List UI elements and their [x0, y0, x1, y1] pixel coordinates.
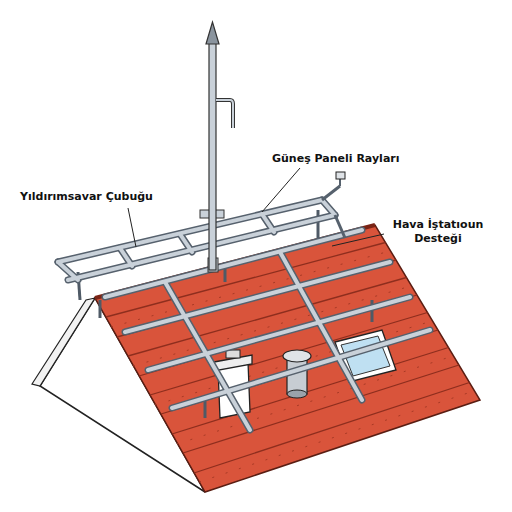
support-brace: [335, 215, 345, 238]
rail: [280, 252, 362, 400]
upper-frame: [58, 200, 335, 280]
weather-station-support: [322, 172, 345, 238]
gable-fascia: [32, 298, 95, 386]
frame-bar: [120, 248, 132, 266]
rail: [148, 297, 410, 370]
rod-shaft: [209, 42, 216, 270]
rail-post: [317, 210, 320, 240]
rail-post: [99, 300, 102, 318]
vent-base: [287, 390, 307, 398]
rail: [172, 330, 430, 408]
frame-bar: [58, 262, 78, 280]
support-arm: [322, 186, 340, 200]
frame-bar: [68, 215, 335, 280]
callout-label: Hava İştatıoun Desteği: [382, 218, 494, 246]
rail-post: [204, 400, 207, 418]
frame-bar: [120, 248, 132, 266]
frame-faces: [58, 200, 335, 280]
frame-bar: [68, 215, 335, 280]
rail: [165, 282, 250, 430]
rail: [125, 262, 390, 332]
leader-lines: [128, 168, 384, 247]
leader-line: [128, 208, 136, 247]
frame-bar: [180, 234, 192, 252]
rod-tip: [206, 22, 219, 44]
rod-hook: [216, 100, 233, 128]
leader-line: [332, 234, 384, 246]
tile-row: [117, 260, 396, 337]
roof-surface: [95, 225, 480, 492]
frame-bar: [262, 214, 274, 232]
leader-line: [262, 168, 300, 212]
frame-bar: [322, 200, 335, 215]
lightning-rod: [200, 22, 233, 272]
roof-tiles: [106, 243, 470, 474]
rod-hook: [216, 100, 233, 128]
callout-label: Yıldırımsavar Çubuğu: [20, 190, 153, 204]
callout-label: Güneş Paneli Rayları: [272, 152, 400, 166]
frame-bar: [58, 200, 322, 262]
frame-bar: [322, 200, 335, 215]
sensor-box: [336, 172, 345, 179]
frame-outlines: [58, 200, 335, 280]
vent-cap: [283, 350, 311, 362]
rail: [125, 262, 390, 332]
tile-joints: [111, 251, 474, 482]
rail: [148, 297, 410, 370]
tile-row: [106, 243, 386, 318]
frame-bar: [58, 262, 78, 280]
rail: [172, 330, 430, 408]
